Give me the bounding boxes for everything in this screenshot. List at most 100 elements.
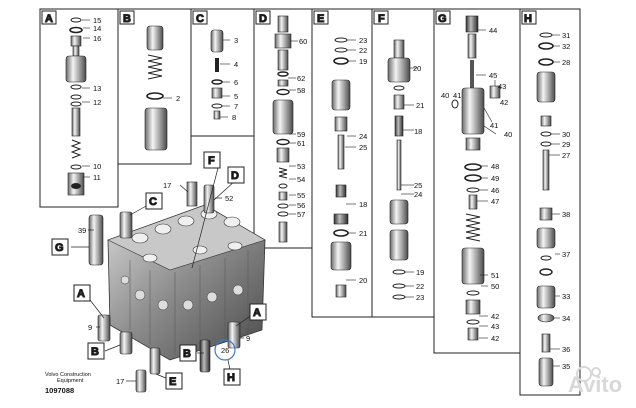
H-label-36: 36: [562, 345, 570, 354]
E-label-25: 25: [359, 143, 367, 152]
block-label-9-left: 9: [88, 323, 92, 332]
panel-B-parts: 2: [144, 25, 180, 151]
document-footer: Volvo Construction Equipment 1097088: [45, 372, 91, 395]
F-label-23: 23: [416, 293, 424, 302]
G-label-41: 41: [453, 91, 461, 100]
F-label-18: 18: [414, 127, 422, 136]
F-label-24: 24: [414, 190, 422, 199]
A-label-16: 16: [93, 34, 101, 43]
panel-D-parts: 60 62 58 59 61 53 54 55 56 57: [272, 15, 307, 243]
E-label-19: 19: [359, 57, 367, 66]
D-label-58: 58: [297, 86, 305, 95]
callout-C: C: [149, 196, 157, 208]
panel-F-parts: 20 21 18 25 24 19 22 23: [387, 39, 424, 302]
block-label-39: 39: [78, 226, 86, 235]
G-label-47: 47: [491, 197, 499, 206]
A-label-10: 10: [93, 162, 101, 171]
panel-frames: [39, 8, 581, 396]
G-label-51: 51: [491, 271, 499, 280]
watermark: Avito: [568, 366, 622, 397]
H-label-28: 28: [562, 58, 570, 67]
C-label-7: 7: [234, 102, 238, 111]
panel-A-parts: 15 14 16 13 12 10 11: [65, 16, 101, 196]
block-floating-parts: [88, 181, 241, 393]
A-label-12: 12: [93, 98, 101, 107]
G-label-42c: 42: [491, 334, 499, 343]
G-label-41b: 41: [490, 121, 498, 130]
F-label-21: 21: [416, 101, 424, 110]
D-label-56: 56: [297, 201, 305, 210]
block-label-26: 26: [221, 346, 229, 355]
G-label-44: 44: [489, 26, 497, 35]
callout-E: E: [169, 376, 176, 388]
block-label-17-bottom: 17: [116, 377, 124, 386]
H-label-37: 37: [562, 250, 570, 259]
panel-G-parts: 44 45 40 41 43 42 41 40 48 49 46 47 51 5…: [441, 15, 512, 343]
panel-F-title: F: [378, 13, 385, 25]
C-label-5: 5: [234, 92, 238, 101]
panel-B-title: B: [123, 13, 131, 25]
H-label-29: 29: [562, 140, 570, 149]
H-label-30: 30: [562, 130, 570, 139]
watermark-text: Avito: [568, 372, 622, 397]
G-label-40: 40: [441, 91, 449, 100]
callout-A-right: A: [253, 307, 261, 319]
E-label-23: 23: [359, 36, 367, 45]
G-label-46: 46: [491, 186, 499, 195]
panel-E-title: E: [317, 13, 324, 25]
F-label-19: 19: [416, 268, 424, 277]
C-label-6: 6: [234, 78, 238, 87]
G-label-50: 50: [491, 282, 499, 291]
D-label-54: 54: [297, 175, 305, 184]
block-label-52: 52: [225, 194, 233, 203]
A-label-15: 15: [93, 16, 101, 25]
panel-C-title: C: [196, 13, 204, 25]
A-label-11: 11: [93, 173, 101, 182]
callout-B-left: B: [91, 346, 99, 358]
panel-A-title: A: [45, 13, 53, 25]
panel-C-parts: 3 4 6 5 7 8: [210, 29, 238, 122]
H-label-35: 35: [562, 362, 570, 371]
E-label-22: 22: [359, 46, 367, 55]
B-label-2: 2: [176, 94, 180, 103]
block-label-9-right: 9: [246, 334, 250, 343]
D-label-60: 60: [299, 37, 307, 46]
D-label-53: 53: [297, 162, 305, 171]
D-label-62: 62: [297, 74, 305, 83]
H-label-34: 34: [562, 314, 570, 323]
E-label-24: 24: [359, 132, 367, 141]
block-callout-numbers: 17 52 39 9 9 26 17: [78, 181, 250, 386]
G-label-45: 45: [489, 71, 497, 80]
footer-line-2: Equipment: [57, 378, 84, 384]
A-label-14: 14: [93, 24, 101, 33]
G-label-48: 48: [491, 162, 499, 171]
panel-D-title: D: [259, 13, 267, 25]
D-label-57: 57: [297, 210, 305, 219]
C-label-4: 4: [234, 60, 238, 69]
E-label-18: 18: [359, 200, 367, 209]
callout-A-left: A: [77, 288, 85, 300]
H-label-38: 38: [562, 210, 570, 219]
panel-H-title: H: [524, 13, 532, 25]
H-label-31: 31: [562, 31, 570, 40]
panel-G-title: G: [438, 13, 447, 25]
D-label-59: 59: [297, 130, 305, 139]
callout-F: F: [208, 155, 215, 167]
C-label-3: 3: [234, 36, 238, 45]
A-label-13: 13: [93, 84, 101, 93]
D-label-55: 55: [297, 191, 305, 200]
C-label-8: 8: [232, 113, 236, 122]
H-label-27: 27: [562, 151, 570, 160]
G-label-43: 43: [498, 82, 506, 91]
H-label-32: 32: [562, 42, 570, 51]
panel-E-parts: 23 22 19 24 25 18 21 20: [330, 36, 367, 298]
F-label-20: 20: [413, 64, 421, 73]
D-label-61: 61: [297, 139, 305, 148]
G-label-49: 49: [491, 174, 499, 183]
G-label-40b: 40: [504, 130, 512, 139]
H-label-33: 33: [562, 292, 570, 301]
callout-D: D: [231, 170, 239, 182]
E-label-20: 20: [359, 276, 367, 285]
block-callout-boxes: F D C G A A B B E H: [51, 151, 267, 390]
